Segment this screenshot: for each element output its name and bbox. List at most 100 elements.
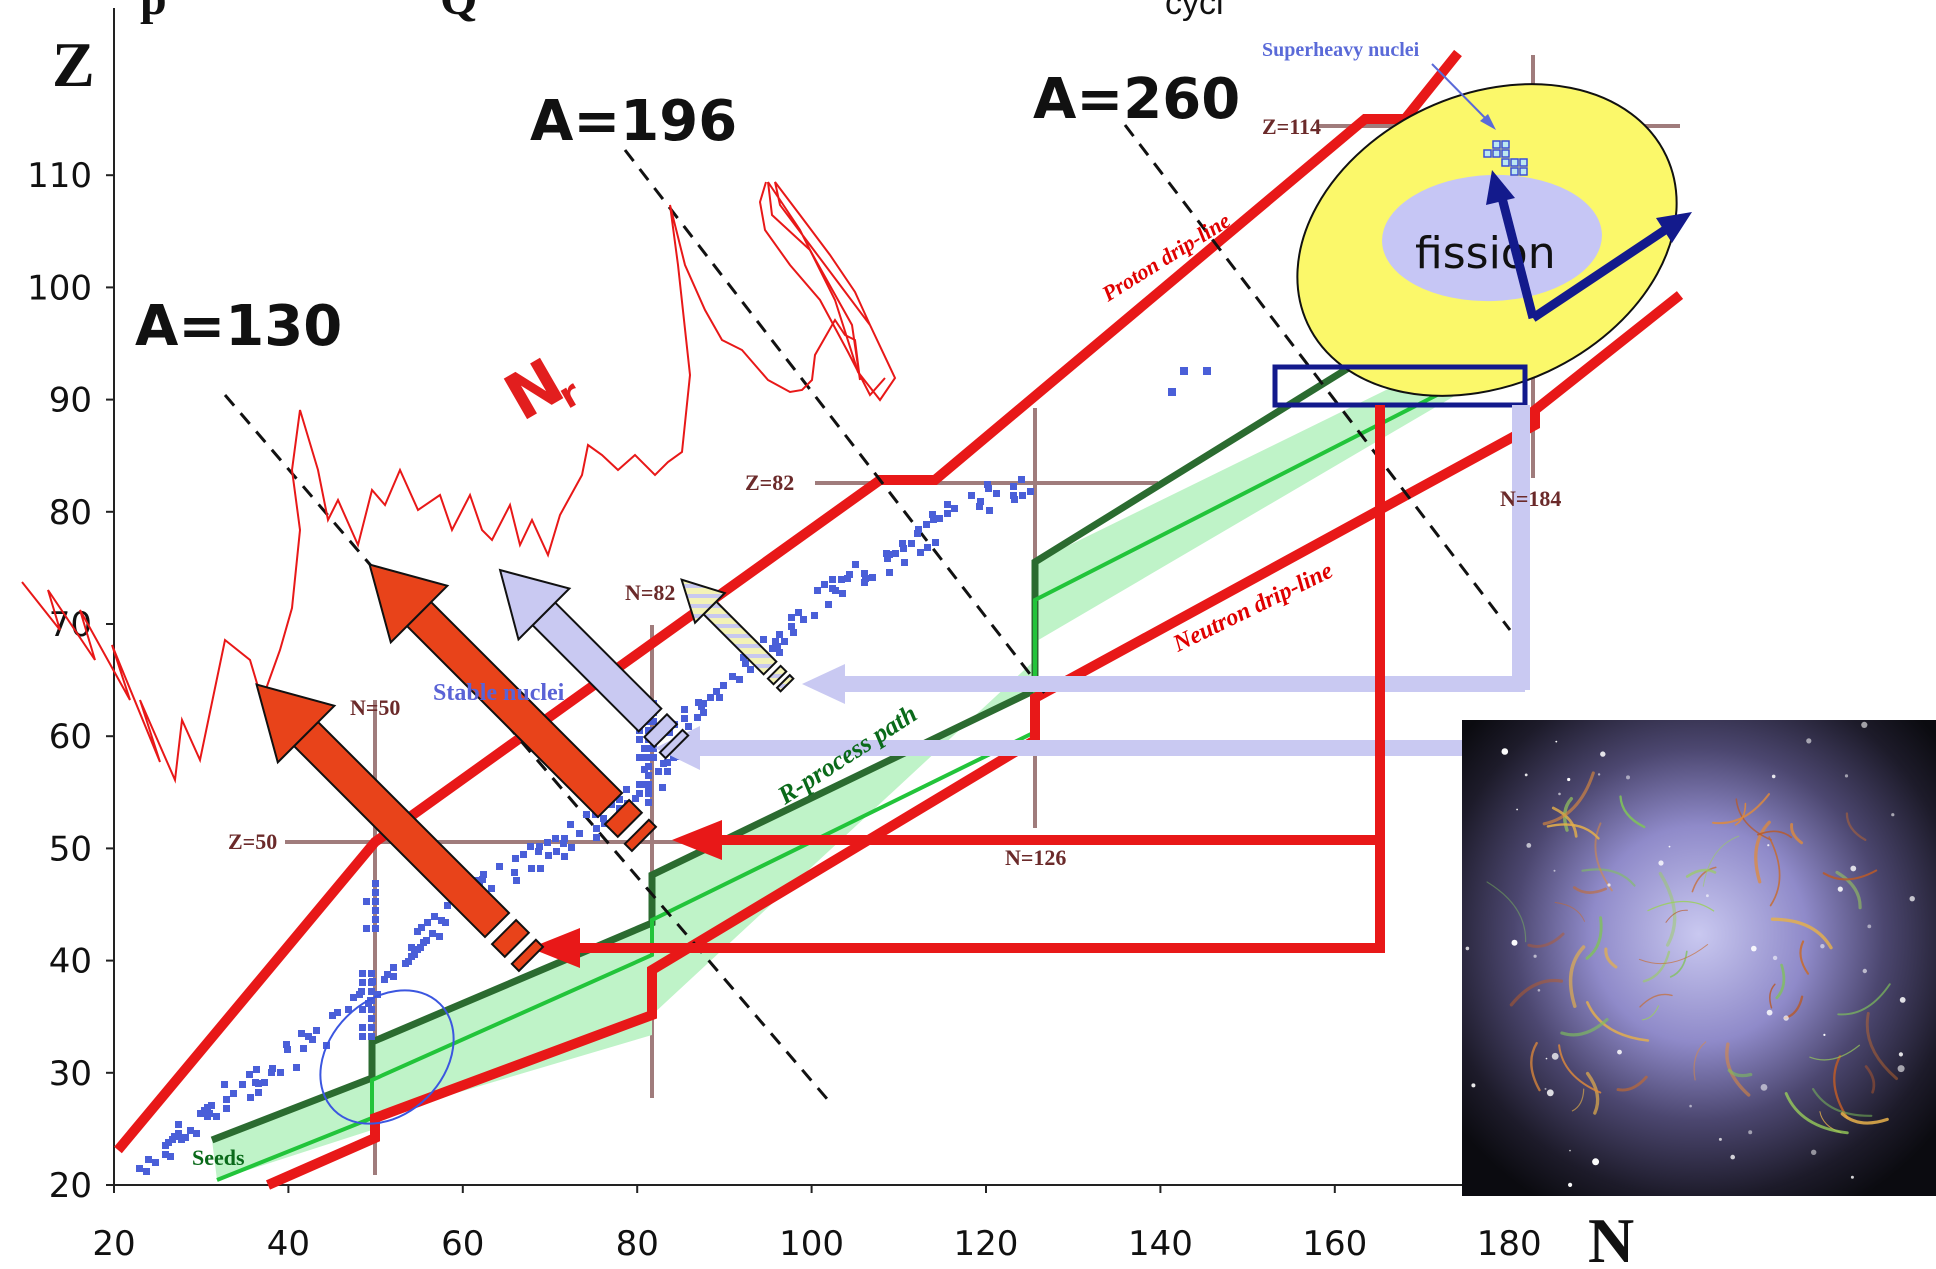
nebula-star <box>1533 954 1537 958</box>
stable-nucleus <box>645 772 652 779</box>
stable-nucleus <box>986 507 993 514</box>
stable-nucleus <box>790 629 797 636</box>
mass-label-130: A=130 <box>135 294 342 359</box>
stable-nucleus <box>976 503 983 510</box>
seed-region-ellipse <box>319 989 455 1125</box>
stable-nucleus <box>261 1079 268 1086</box>
stable-nucleus <box>1010 483 1017 490</box>
stable-nucleus <box>204 1113 211 1120</box>
nebula-star <box>1516 808 1518 811</box>
stable-nucleus <box>152 1159 159 1166</box>
nebula-star <box>1748 1130 1753 1135</box>
stable-nucleus <box>670 754 677 761</box>
stable-nucleus <box>368 988 375 995</box>
stable-nucleus <box>334 1009 341 1016</box>
stable-nucleus <box>567 821 574 828</box>
stable-nucleus <box>309 1036 316 1043</box>
abundance-curve <box>21 181 861 784</box>
stable-nucleus <box>293 1064 300 1071</box>
y-tick-label: 50 <box>49 829 92 869</box>
lavender-arrow-upper-head <box>802 664 845 704</box>
nebula-filament <box>1757 830 1793 839</box>
nebula-filament <box>1647 900 1715 912</box>
stable-nucleus <box>776 631 783 638</box>
nebula-filament <box>1822 869 1878 881</box>
nebula-filament <box>1530 1041 1541 1092</box>
nebula-filament <box>1865 1011 1899 1081</box>
stable-nucleus <box>136 1165 143 1172</box>
nebula-filament <box>1585 916 1603 960</box>
n126-label: N=126 <box>1005 845 1066 870</box>
stable-nucleus <box>368 1033 375 1040</box>
stable-nucleus <box>553 848 560 855</box>
nebula-star <box>1617 1049 1622 1055</box>
nebula-star <box>1867 924 1872 929</box>
stable-nucleus <box>488 885 495 892</box>
nebula-filament <box>1693 1041 1707 1081</box>
stable-nucleus <box>512 855 519 862</box>
nebula-filament <box>1572 886 1607 894</box>
nebula-filament <box>1586 1001 1650 1042</box>
stable-nucleus <box>977 498 984 505</box>
lavender-arrow-lower-head <box>655 726 700 770</box>
nebula-star <box>1767 844 1770 847</box>
fission-arrow-up-head <box>1486 170 1515 205</box>
stable-nucleus <box>162 1142 169 1149</box>
stable-nucleus <box>645 790 652 797</box>
abundance-curve-right <box>767 181 897 402</box>
stable-nucleus <box>740 654 747 661</box>
stable-nucleus <box>424 919 431 926</box>
stable-nucleus <box>951 505 958 512</box>
x-axis-title: N <box>1588 1205 1634 1269</box>
z50-label: Z=50 <box>228 829 277 854</box>
stable-nucleus <box>368 997 375 1004</box>
nebula-star <box>1569 1149 1571 1152</box>
stable-nucleus <box>641 754 648 761</box>
z114-label: Z=114 <box>1262 114 1321 139</box>
nebula-filament <box>1784 1092 1849 1135</box>
stable-nucleus <box>650 718 657 725</box>
stable-nucleus <box>645 727 652 734</box>
nebula-star <box>1909 896 1915 902</box>
stable-nucleus <box>821 581 828 588</box>
stable-nucleus <box>593 834 600 841</box>
nebula-star <box>1600 751 1606 757</box>
x-tick-label: 120 <box>954 1224 1019 1264</box>
nebula-star <box>1837 886 1843 892</box>
stable-nucleus <box>247 1094 254 1101</box>
y-tick-label: 20 <box>49 1166 92 1206</box>
stable-nucleus <box>774 643 781 650</box>
nebula-filament <box>1734 802 1747 826</box>
stable-nucleus <box>350 994 357 1001</box>
stable-nucleus <box>359 979 366 986</box>
r-process-region <box>212 318 1533 1180</box>
stable-nucleus <box>545 852 552 859</box>
stable-nucleus <box>700 709 707 716</box>
stable-nucleus <box>230 1090 237 1097</box>
nebula-filament <box>1770 917 1833 950</box>
a196-line <box>623 149 1052 701</box>
stable-nucleus <box>908 540 915 547</box>
fission-region: fission Superheavy nuclei <box>1262 39 1692 397</box>
nebula-filament <box>1558 1044 1602 1094</box>
nebula-star <box>1545 1057 1548 1060</box>
stable-nucleus <box>583 811 590 818</box>
n50-label: N=50 <box>350 695 400 720</box>
nebula-star <box>1537 989 1541 992</box>
stable-nucleus <box>284 1046 291 1053</box>
nebula-filament <box>1594 822 1613 892</box>
nebula-filament <box>1665 909 1688 923</box>
stable-nucleus <box>143 1168 150 1175</box>
stable-nucleus <box>544 839 551 846</box>
nebula-filament <box>1568 945 1586 1008</box>
x-tick-label: 40 <box>267 1224 310 1264</box>
stable-nucleus <box>645 763 652 770</box>
stable-nucleus <box>368 1015 375 1022</box>
stable-nucleus <box>695 699 702 706</box>
nebula-star <box>1658 860 1664 866</box>
stable-nucleus <box>536 843 543 850</box>
stable-nucleus <box>201 1107 208 1114</box>
stable-nucleus <box>368 1024 375 1031</box>
nebula-filament <box>1845 812 1867 842</box>
